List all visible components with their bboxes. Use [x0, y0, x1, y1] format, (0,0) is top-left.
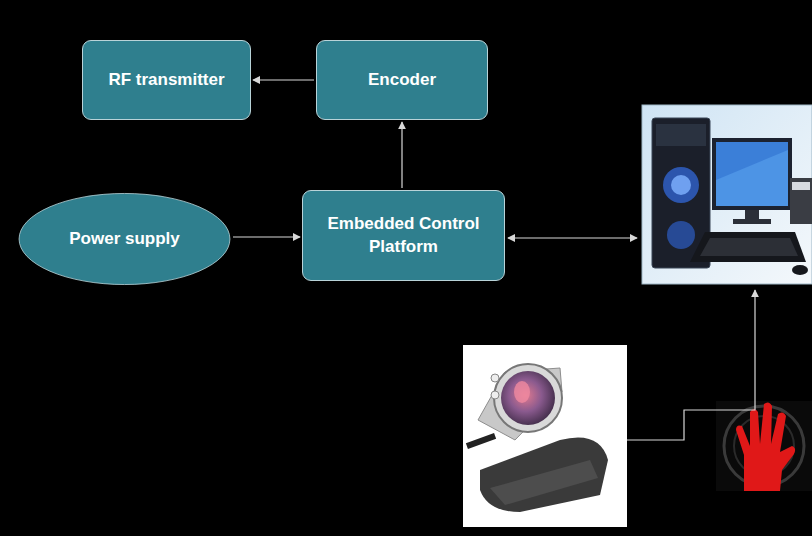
- controller-box: Embedded Control Platform: [302, 190, 505, 281]
- node-text: Power supply: [47, 222, 202, 256]
- webcam-picture: [463, 345, 627, 527]
- connector-arrow: [401, 122, 402, 188]
- power-ellipse: Power supply: [18, 193, 231, 285]
- camera-link-line: [627, 290, 755, 440]
- transmitter-box: RF transmitter: [82, 40, 251, 120]
- computer-picture: [642, 105, 812, 284]
- text-column: Encoder: [358, 63, 446, 97]
- text-column: Power supply: [47, 222, 202, 256]
- node-text: Encoder: [358, 63, 446, 97]
- text-column: RF transmitter: [98, 63, 234, 97]
- encoder-box: Encoder: [316, 40, 488, 120]
- text-column: Embedded Control Platform: [303, 207, 504, 263]
- node-text: RF transmitter: [98, 63, 234, 97]
- data-link-line: [508, 237, 637, 238]
- hand-gesture-picture: [716, 401, 812, 491]
- connector-arrow: [233, 236, 300, 237]
- node-text: Embedded Control Platform: [303, 207, 504, 263]
- connector-arrow: [253, 79, 314, 80]
